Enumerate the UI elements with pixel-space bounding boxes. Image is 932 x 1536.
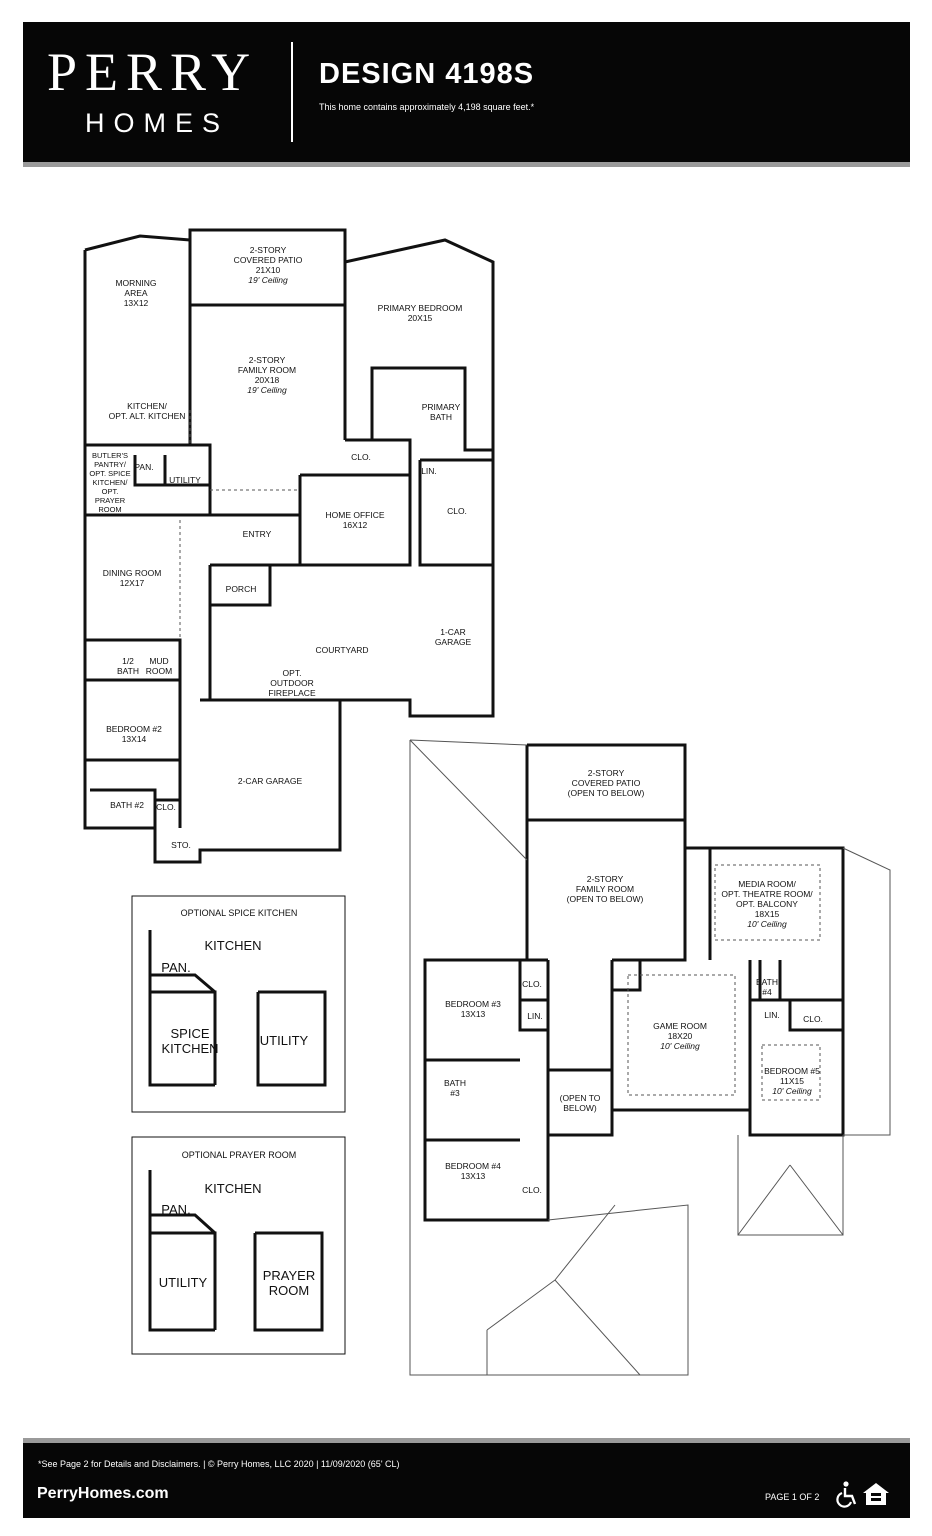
room-one-car-garage: 1-CAR GARAGE [434,627,472,647]
room-bedroom-2: BEDROOM #213x14 [106,724,162,744]
room-bath-4: BATH #4 [755,977,779,997]
brand-logo-perry: PERRY [47,42,259,102]
room-two-car-garage: 2-CAR GARAGE [237,776,303,786]
page-number: PAGE 1 OF 2 [765,1492,820,1502]
sqft-note: This home contains approximately 4,198 s… [319,102,535,112]
room-game-room: GAME ROOM18x2010' Ceiling [653,1021,707,1051]
room-closet-a: CLO. [351,452,371,462]
room-covered-patio: 2-STORY COVERED PATIO21x1019' Ceiling [233,245,303,285]
website-link[interactable]: PerryHomes.com [37,1485,169,1502]
prayer-kitchen-label: KITCHEN [204,1181,262,1196]
room-bedroom-5: BEDROOM #511x1510' Ceiling [764,1066,820,1096]
equal-housing-icon [863,1483,889,1505]
room-primary-bedroom: PRIMARY BEDROOM20x15 [377,303,463,323]
room-upper-closet-c: CLO. [522,1185,542,1195]
header-divider [291,42,293,142]
spice-option-title: OPTIONAL SPICE KITCHEN [180,908,298,918]
room-upper-closet-b: CLO. [803,1014,823,1024]
room-closet-b: CLO. [447,506,467,516]
spice-room-label: SPICE KITCHEN [161,1026,219,1056]
room-bedroom-3: BEDROOM #313x13 [445,999,501,1019]
room-courtyard: COURTYARD [315,645,369,655]
open-to-below: (OPEN TO BELOW) [559,1093,601,1113]
accessibility-icon [836,1481,857,1508]
room-media-room: MEDIA ROOM/ OPT. THEATRE ROOM/ OPT. BALC… [721,879,813,929]
room-entry: ENTRY [242,529,272,539]
room-home-office: HOME OFFICE16x12 [325,510,385,530]
prayer-utility-label: UTILITY [158,1275,208,1290]
room-bath-3: BATH #3 [443,1078,467,1098]
room-upper-family-room: 2-STORY FAMILY ROOM (OPEN TO BELOW) [566,874,644,904]
footer-banner: *See Page 2 for Details and Disclaimers.… [23,1438,910,1518]
spice-kitchen-label: KITCHEN [204,938,262,953]
prayer-option-title: OPTIONAL PRAYER ROOM [181,1150,297,1160]
room-morning-area: MORNING AREA13x12 [115,278,157,308]
room-kitchen: KITCHEN/ OPT. ALT. KITCHEN [108,401,186,421]
room-upper-closet-a: CLO. [522,979,542,989]
room-dining-room: DINING ROOM12x17 [102,568,162,588]
room-porch: PORCH [225,584,257,594]
room-utility: UTILITY [169,475,201,485]
brand-logo-homes: HOMES [85,108,230,138]
room-linen: LIN. [421,466,437,476]
room-butlers-pantry: BUTLER'S PANTRY/ OPT. SPICE KITCHEN/ OPT… [89,451,131,514]
room-half-bath: 1/2 BATH [116,656,140,676]
room-primary-bath: PRIMARY BATH [421,402,461,422]
room-storage: STO. [171,840,191,850]
room-bath-2: BATH #2 [110,800,144,810]
room-family-room: 2-STORY FAMILY ROOM20x1819' Ceiling [237,355,297,395]
room-mud-room: MUD ROOM [145,656,173,676]
room-upper-linen-a: LIN. [527,1011,543,1021]
prayer-pantry-label: PAN. [161,1202,191,1217]
header-banner: PERRY HOMES DESIGN 4198S This home conta… [23,22,910,167]
room-pantry: PAN. [134,462,154,472]
footer-disclaimer: *See Page 2 for Details and Disclaimers.… [38,1459,400,1469]
room-bedroom-4: BEDROOM #413x13 [445,1161,501,1181]
room-closet-c: CLO. [156,802,176,812]
room-upper-covered-patio: 2-STORY COVERED PATIO (OPEN TO BELOW) [567,768,645,798]
design-title: DESIGN 4198S [319,58,535,90]
spice-utility-label: UTILITY [259,1033,309,1048]
prayer-room-label: PRAYER ROOM [262,1268,316,1298]
room-upper-linen-b: LIN. [764,1010,780,1020]
spice-pantry-label: PAN. [161,960,191,975]
outdoor-fireplace: OPT. OUTDOOR FIREPLACE [268,668,316,698]
